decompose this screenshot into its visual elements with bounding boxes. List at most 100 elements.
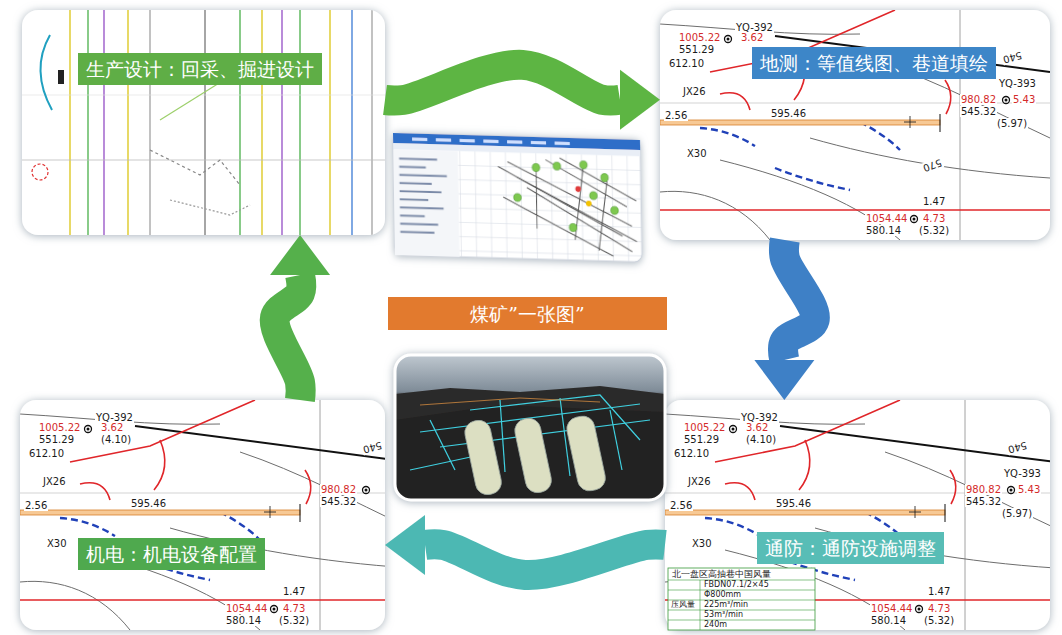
design-panel-part-part xyxy=(149,10,150,235)
design-panel-part xyxy=(22,10,385,235)
map-label: 980.82 xyxy=(960,94,997,105)
software-screenshot-part-part xyxy=(611,206,619,214)
title-band: 煤矿”一张图” xyxy=(388,297,667,330)
design-panel-part-part xyxy=(281,10,282,235)
electromech-panel-part-part xyxy=(20,400,385,630)
map-label: X30 xyxy=(686,148,708,159)
airflow-table xyxy=(668,568,815,630)
model-3d-image-part-part xyxy=(395,355,665,500)
map-label: JX26 xyxy=(687,476,712,487)
cycle-arrow xyxy=(270,235,330,400)
software-screenshot-part-part xyxy=(460,151,462,257)
ventilation-panel-part-part xyxy=(665,400,1050,630)
model-3d-image-part-part-part xyxy=(610,410,622,470)
software-screenshot-part xyxy=(458,151,642,262)
software-screenshot-part-part xyxy=(490,152,492,258)
software-screenshot-part-part xyxy=(532,163,540,171)
arrow-body xyxy=(385,65,620,101)
map-label: 1054.44 xyxy=(870,603,913,614)
design-panel-part-part xyxy=(22,95,385,96)
design-panel-part-part xyxy=(150,150,240,185)
design-panel-part-part xyxy=(58,70,64,84)
software-screenshot-part-part xyxy=(507,162,632,227)
airflow-table-part xyxy=(668,580,815,630)
software-screenshot-part-part xyxy=(483,140,498,143)
design-panel-part-part xyxy=(204,10,205,235)
software-screenshot-part-part xyxy=(601,173,609,181)
model-3d-image-part-part xyxy=(420,398,600,405)
table-cell: Φ800mm xyxy=(703,591,742,600)
design-panel-part-part xyxy=(103,10,104,235)
software-screenshot-part-part xyxy=(400,198,429,201)
map-label: 4.73 xyxy=(282,603,306,614)
software-screenshot-part-part xyxy=(598,177,609,250)
software-screenshot-part-part xyxy=(545,160,626,207)
map-label: 1005.22 xyxy=(683,422,726,433)
map-label: 551.29 xyxy=(38,434,75,445)
ventilation-panel-part xyxy=(665,400,1050,630)
software-screenshot-part xyxy=(498,156,637,257)
survey-panel-part xyxy=(660,10,1050,240)
model-3d-image-part-part-part xyxy=(513,416,554,495)
software-screenshot-part xyxy=(412,138,570,146)
design-panel-part-part xyxy=(299,10,300,235)
panel-label: 地测：等值线图、巷道填绘 xyxy=(752,47,996,79)
table-cell: 压风量 xyxy=(670,601,696,610)
software-screenshot-part-part xyxy=(400,182,432,185)
model-3d-image-part xyxy=(395,355,665,500)
cycle-arrow xyxy=(385,515,665,575)
map-label: (5.32) xyxy=(278,615,310,626)
software-screenshot-part-part xyxy=(460,139,475,142)
survey-panel-part xyxy=(660,10,1050,240)
software-screenshot-part-part xyxy=(505,152,507,258)
map-label: 1.47 xyxy=(927,586,951,597)
model-3d-image-part-part-part xyxy=(565,414,608,493)
map-panel: 生产设计：回采、掘进设计 xyxy=(22,10,385,235)
design-panel-part-part xyxy=(351,10,352,235)
software-screenshot xyxy=(393,133,642,262)
map-label: X30 xyxy=(691,538,713,549)
map-label: 595.46 xyxy=(775,498,812,509)
map-label: 540 xyxy=(361,439,384,455)
software-screenshot-part xyxy=(393,133,642,262)
software-screenshot-part xyxy=(393,149,459,257)
map-label: 612.10 xyxy=(28,448,65,459)
table-cell: 225m³/min xyxy=(703,601,749,610)
map-label: 612.10 xyxy=(668,58,705,69)
design-panel-part-part xyxy=(170,200,250,215)
software-screenshot-part-part xyxy=(531,141,546,144)
map-label: (5.97) xyxy=(1001,508,1033,519)
map-label: 2.56 xyxy=(669,500,693,511)
software-screenshot-part-part xyxy=(569,223,577,231)
map-label: X30 xyxy=(46,538,68,549)
software-screenshot-part-part xyxy=(399,166,426,169)
software-screenshot-part-part xyxy=(627,156,629,262)
design-panel-part-part xyxy=(261,10,262,235)
survey-panel xyxy=(660,10,1050,240)
software-screenshot-part-part xyxy=(400,223,438,226)
design-panel-part-part xyxy=(329,10,330,235)
model-3d-image-part-part xyxy=(395,386,665,500)
arrow-head xyxy=(270,235,330,275)
map-label: 3.62 xyxy=(740,32,764,43)
software-screenshot-part-part xyxy=(553,162,561,170)
design-panel-part-part xyxy=(22,160,385,161)
design-panel-part-part xyxy=(371,10,372,235)
software-screenshot-part-part xyxy=(458,165,640,170)
software-screenshot-part-part xyxy=(498,166,623,236)
map-label: 612.10 xyxy=(673,448,710,459)
table-cell: 北一盘区高抽巷中国风量 xyxy=(671,570,772,580)
software-screenshot-part-part xyxy=(460,251,642,256)
band-title: 煤矿”一张图” xyxy=(470,302,584,326)
ventilation-panel xyxy=(665,400,1055,630)
model-3d-image-part-part xyxy=(395,405,665,500)
software-screenshot-part-part xyxy=(566,154,568,260)
model-3d-image-part-part-part xyxy=(463,418,504,497)
map-label: 545.32 xyxy=(960,106,997,117)
panel-label: 生产设计：回采、掘进设计 xyxy=(78,53,322,85)
arrow-body xyxy=(275,275,301,400)
map-label: 980.82 xyxy=(965,484,1002,495)
design-panel-part-part xyxy=(239,10,240,235)
design-panel-part-part xyxy=(40,35,52,110)
survey-panel-part-part xyxy=(660,10,1050,240)
